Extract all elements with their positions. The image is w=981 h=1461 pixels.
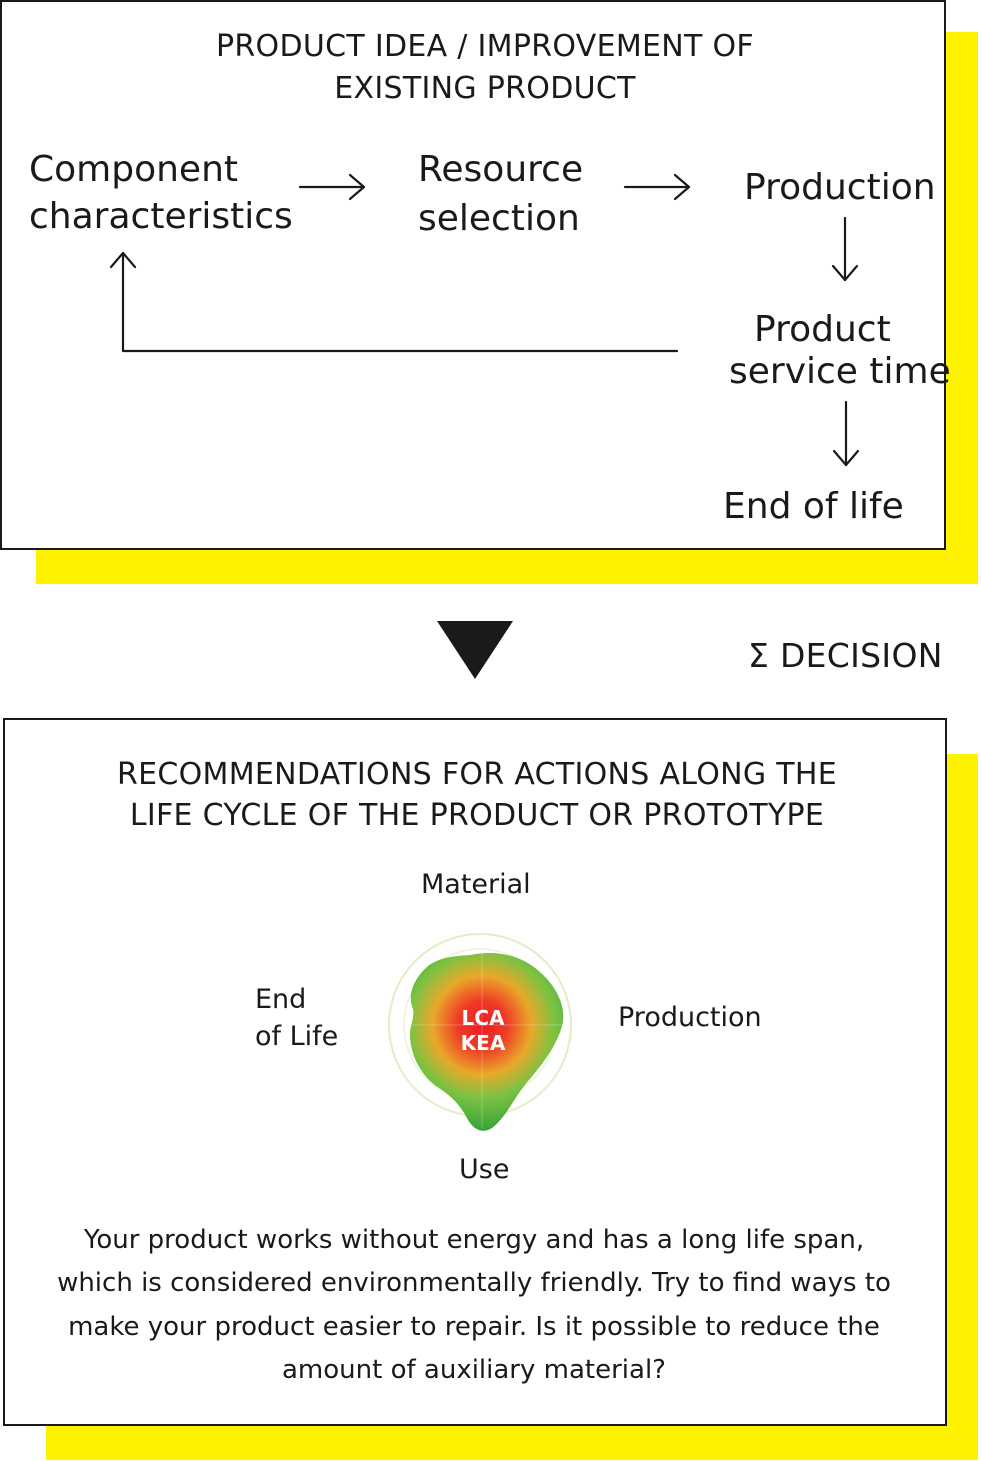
resource-selection-line1: Resource: [418, 149, 584, 190]
center-label-kea: KEA: [461, 1031, 506, 1055]
component-characteristics-line1: Component: [29, 149, 239, 190]
arrow-down-icon: [832, 400, 860, 467]
down-triangle-icon: [437, 621, 513, 679]
axis-end-of-life-line2: of Life: [255, 1021, 339, 1052]
recommendation-text-line1: Your product works without energy and ha…: [83, 1225, 865, 1255]
decision-label: Σ DECISION: [748, 636, 943, 675]
recommendation-text-line3: make your product easier to repair. Is i…: [68, 1312, 880, 1342]
recommendation-text-line2: which is considered environmentally frie…: [57, 1268, 891, 1298]
center-label-lca: LCA: [462, 1006, 505, 1030]
service-time-line1: Product: [754, 309, 891, 350]
service-time-line2: service time: [729, 351, 951, 392]
recommendation-box: RECOMMENDATIONS FOR ACTIONS ALONG THE LI…: [3, 718, 947, 1426]
component-characteristics-line2: characteristics: [29, 196, 293, 237]
recommendation-text-line4: amount of auxiliary material?: [282, 1355, 666, 1385]
recommendation-title-line2: LIFE CYCLE OF THE PRODUCT OR PROTOTYPE: [129, 798, 825, 833]
feedback-loop-arrow-icon: [109, 251, 679, 353]
arrow-right-icon: [298, 173, 366, 201]
arrow-down-icon: [831, 216, 859, 282]
axis-use-label: Use: [459, 1154, 510, 1185]
impact-blob: [410, 953, 564, 1131]
process-title-line2: EXISTING PRODUCT: [334, 71, 636, 106]
recommendation-title-line1: RECOMMENDATIONS FOR ACTIONS ALONG THE: [116, 757, 838, 792]
production-node: Production: [744, 167, 936, 208]
axis-end-of-life-line1: End: [255, 984, 307, 1015]
process-box: PRODUCT IDEA / IMPROVEMENT OF EXISTING P…: [0, 0, 951, 550]
axis-material-label: Material: [421, 869, 531, 900]
end-of-life-node: End of life: [723, 486, 904, 527]
axis-production-label: Production: [618, 1002, 762, 1033]
arrow-right-icon: [623, 173, 691, 201]
resource-selection-line2: selection: [418, 198, 580, 239]
process-title-line1: PRODUCT IDEA / IMPROVEMENT OF: [216, 29, 754, 64]
